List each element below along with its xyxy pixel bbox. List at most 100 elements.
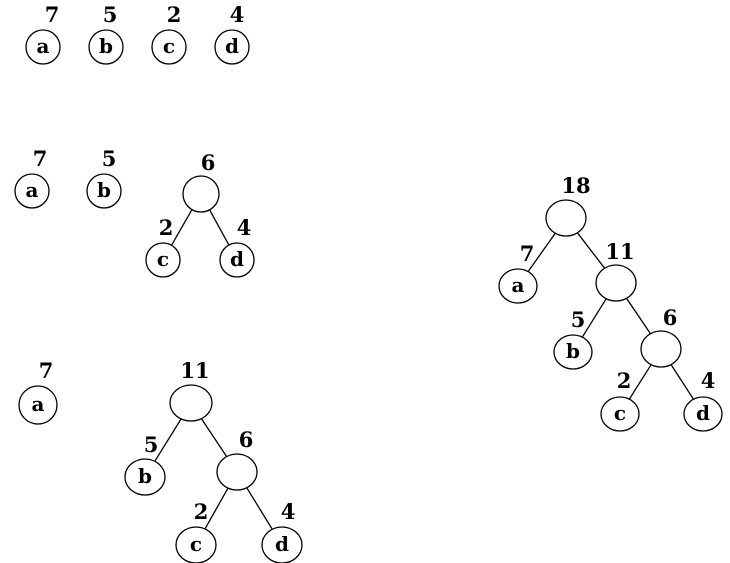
- node-weight: 5: [571, 307, 586, 332]
- node-circle: [124, 458, 166, 496]
- node-label: c: [614, 401, 626, 425]
- edge-n18-n11: [576, 232, 606, 269]
- node-circle: [145, 242, 181, 278]
- node-weight: 4: [230, 2, 245, 27]
- node-weight: 11: [180, 358, 209, 383]
- node-label: d: [230, 247, 244, 271]
- node-circle: [595, 264, 637, 302]
- internal-node-6: 6: [216, 427, 258, 491]
- leaf-node-b: b5: [86, 146, 122, 209]
- edge-n6-d: [246, 487, 273, 530]
- edge-n6-d: [209, 209, 230, 246]
- internal-node-6: 6: [182, 150, 220, 213]
- node-circle: [175, 526, 217, 563]
- node-weight: 2: [194, 499, 209, 524]
- node-label: b: [99, 34, 113, 58]
- node-circle: [214, 29, 250, 65]
- node-label: c: [157, 247, 169, 271]
- node-circle: [683, 396, 723, 432]
- node-weight: 2: [617, 368, 632, 393]
- node-label: d: [275, 532, 289, 556]
- node-weight: 5: [102, 146, 117, 171]
- edge-n6-c: [628, 364, 652, 400]
- node-label: b: [97, 178, 111, 202]
- node-label: c: [190, 532, 202, 556]
- edge-n18-a: [527, 232, 556, 272]
- leaf-node-b: b5: [553, 307, 593, 370]
- node-circle: [169, 384, 213, 422]
- node-circle: [261, 526, 303, 563]
- node-circle: [545, 199, 587, 237]
- node-weight: 2: [159, 215, 174, 240]
- internal-node-6: 6: [640, 305, 682, 368]
- edge-n6-c: [170, 209, 193, 246]
- node-weight: 7: [39, 358, 54, 383]
- node-circle: [219, 242, 255, 278]
- leaf-node-a: a7: [14, 146, 50, 209]
- edge-n6-d: [670, 364, 695, 400]
- node-circle: [18, 385, 58, 425]
- node-weight: 7: [33, 146, 48, 171]
- node-weight: 7: [520, 241, 535, 266]
- node-label: b: [566, 339, 580, 363]
- node-circle: [151, 29, 187, 65]
- leaf-node-d: d4: [219, 215, 255, 278]
- node-weight: 5: [144, 432, 159, 457]
- node-circle: [25, 29, 61, 65]
- leaf-node-b: b5: [88, 2, 124, 65]
- leaf-node-c: c2: [600, 368, 640, 432]
- node-circle: [600, 396, 640, 432]
- node-circle: [86, 173, 122, 209]
- node-circle: [553, 334, 593, 370]
- node-label: a: [37, 34, 50, 58]
- node-weight: 4: [237, 215, 252, 240]
- leaf-node-c: c2: [175, 499, 217, 563]
- edge-n6-c: [204, 487, 229, 530]
- node-circle: [182, 175, 220, 213]
- edge-n11-n6: [625, 297, 652, 335]
- internal-node-11: 11: [595, 239, 637, 302]
- node-weight: 6: [663, 305, 678, 330]
- node-label: c: [163, 34, 175, 58]
- node-circle: [88, 29, 124, 65]
- node-circle: [498, 268, 538, 304]
- node-weight: 5: [103, 2, 118, 27]
- node-label: a: [32, 392, 45, 416]
- leaf-node-c: c2: [151, 2, 187, 65]
- node-weight: 6: [201, 150, 216, 175]
- edge-n11-n6: [200, 418, 228, 457]
- node-weight: 11: [605, 239, 634, 264]
- node-label: b: [138, 464, 152, 488]
- leaf-node-a: a7: [18, 358, 58, 425]
- node-weight: 4: [701, 368, 716, 393]
- edge-n11-b: [154, 418, 182, 462]
- node-label: a: [512, 273, 525, 297]
- leaf-node-c: c2: [145, 215, 181, 278]
- node-circle: [216, 453, 258, 491]
- node-weight: 4: [281, 499, 296, 524]
- node-circle: [14, 173, 50, 209]
- node-weight: 6: [239, 427, 254, 452]
- node-label: d: [696, 401, 710, 425]
- node-weight: 2: [167, 2, 182, 27]
- leaf-node-d: d4: [683, 368, 723, 432]
- node-label: d: [225, 34, 239, 58]
- node-circle: [640, 330, 682, 368]
- leaf-node-a: a7: [25, 2, 61, 65]
- edge-n11-b: [581, 298, 607, 338]
- leaf-node-d: d4: [261, 499, 303, 563]
- internal-node-11: 11: [169, 358, 213, 422]
- node-label: a: [26, 178, 39, 202]
- leaf-node-a: a7: [498, 241, 538, 304]
- node-weight: 18: [561, 173, 590, 198]
- leaf-node-d: d4: [214, 2, 250, 65]
- internal-node-18: 18: [545, 173, 591, 237]
- node-weight: 7: [45, 2, 60, 27]
- leaf-node-b: b5: [124, 432, 166, 496]
